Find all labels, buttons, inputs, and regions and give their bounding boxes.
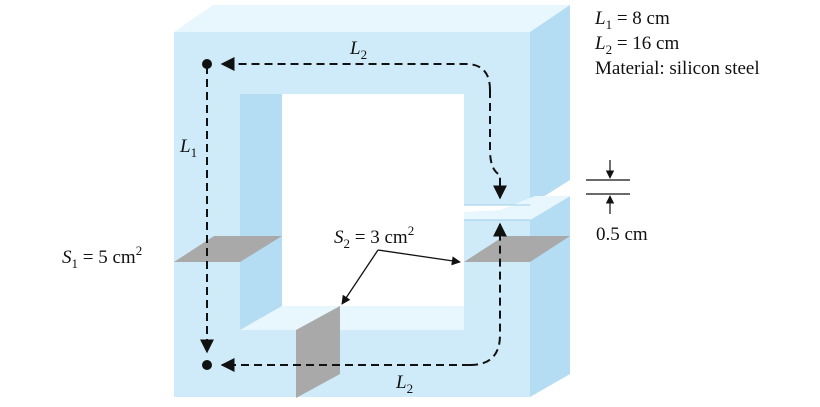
core-top-face <box>174 5 570 32</box>
s2-pointers <box>341 249 461 305</box>
air-gap-lower-face <box>464 196 570 220</box>
core-right-face-lower <box>530 196 570 397</box>
mean-flux-path <box>200 57 507 372</box>
window-left-wall <box>240 94 282 330</box>
window-bottom-wall <box>240 306 464 330</box>
label-s2: S2 = 3 cm2 <box>334 223 414 251</box>
spec-l2: L2 = 16 cm <box>594 33 679 57</box>
path-bottom <box>469 232 501 366</box>
label-l1: L1 <box>179 136 197 160</box>
core-window <box>282 94 464 306</box>
path-node-top-left <box>202 59 212 69</box>
core <box>174 5 570 397</box>
path-node-bottom-left <box>202 360 212 370</box>
label-s1: S1 = 5 cm2 <box>62 243 142 271</box>
s2-pointer-right <box>377 249 461 266</box>
cross-section-left <box>174 236 282 262</box>
cross-section-bottom <box>296 306 340 398</box>
label-l2-bottom: L2 <box>395 372 413 396</box>
core-right-face-upper <box>530 5 570 205</box>
cross-sections <box>174 236 570 398</box>
spec-l1: L1 = 8 cm <box>594 8 670 32</box>
label-l2-top: L2 <box>349 38 367 62</box>
gap-dimension <box>586 160 630 214</box>
path-top <box>220 57 491 91</box>
s2-pointer-bottom <box>341 249 379 305</box>
label-gap: 0.5 cm <box>596 224 648 245</box>
cross-section-right <box>464 236 570 262</box>
spec-material: Material: silicon steel <box>595 58 760 79</box>
